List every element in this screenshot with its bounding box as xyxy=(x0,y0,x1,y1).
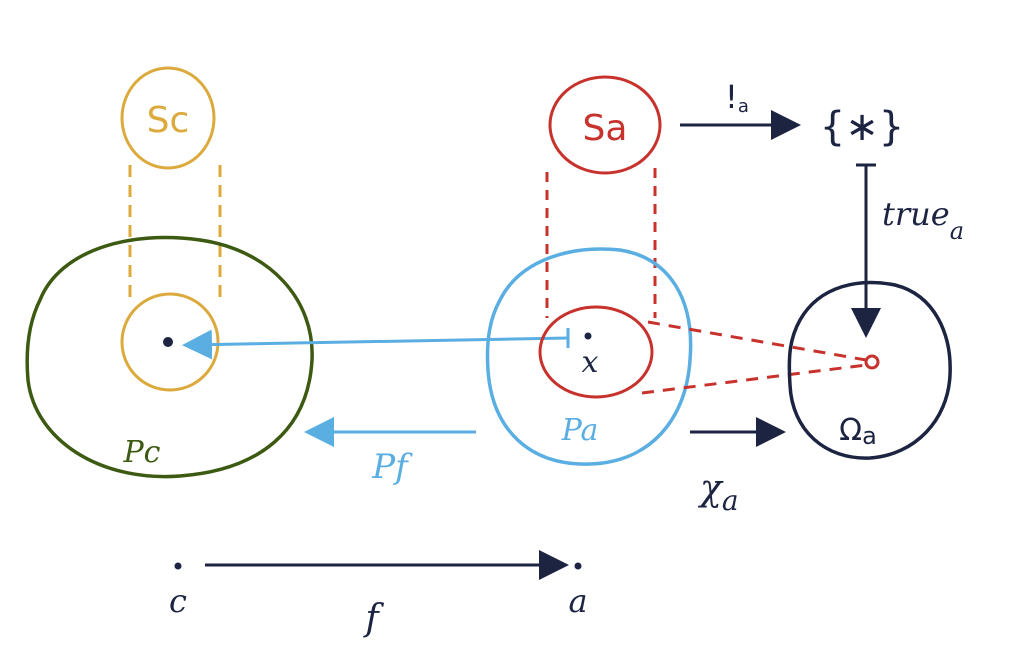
omega-circle xyxy=(787,280,952,460)
chi-label: χa xyxy=(697,468,739,517)
object-a-dot xyxy=(574,562,582,570)
morphism-f-label: f xyxy=(362,598,384,639)
object-c-label: c xyxy=(169,582,187,620)
element-map-arrow xyxy=(182,329,569,360)
pc-point xyxy=(163,337,173,347)
true-point xyxy=(864,354,880,370)
x-dot xyxy=(584,332,592,340)
true-label: truea xyxy=(882,195,964,245)
pa-label: Pa xyxy=(561,413,599,448)
singleton-label: {∗} xyxy=(820,104,904,150)
sc-image-circle xyxy=(120,292,220,392)
pc-circle xyxy=(25,235,314,479)
sa-label: Sa xyxy=(583,108,628,149)
pc-label: Pc xyxy=(123,435,161,470)
sa-circle xyxy=(548,75,662,175)
red-dashed-lower xyxy=(641,363,867,395)
pf-label: Pf xyxy=(371,447,413,487)
sc-circle xyxy=(120,66,216,170)
object-a-label: a xyxy=(568,582,587,620)
object-c-dot xyxy=(174,562,182,570)
pa-circle xyxy=(485,247,693,466)
sa-image-circle xyxy=(538,305,654,399)
sc-label: Sc xyxy=(147,100,190,141)
omega-label: Ωa xyxy=(839,413,877,450)
red-dashed-upper xyxy=(647,320,867,362)
element-x-label: x xyxy=(582,345,599,380)
terminal-map-label: !a xyxy=(725,78,749,117)
